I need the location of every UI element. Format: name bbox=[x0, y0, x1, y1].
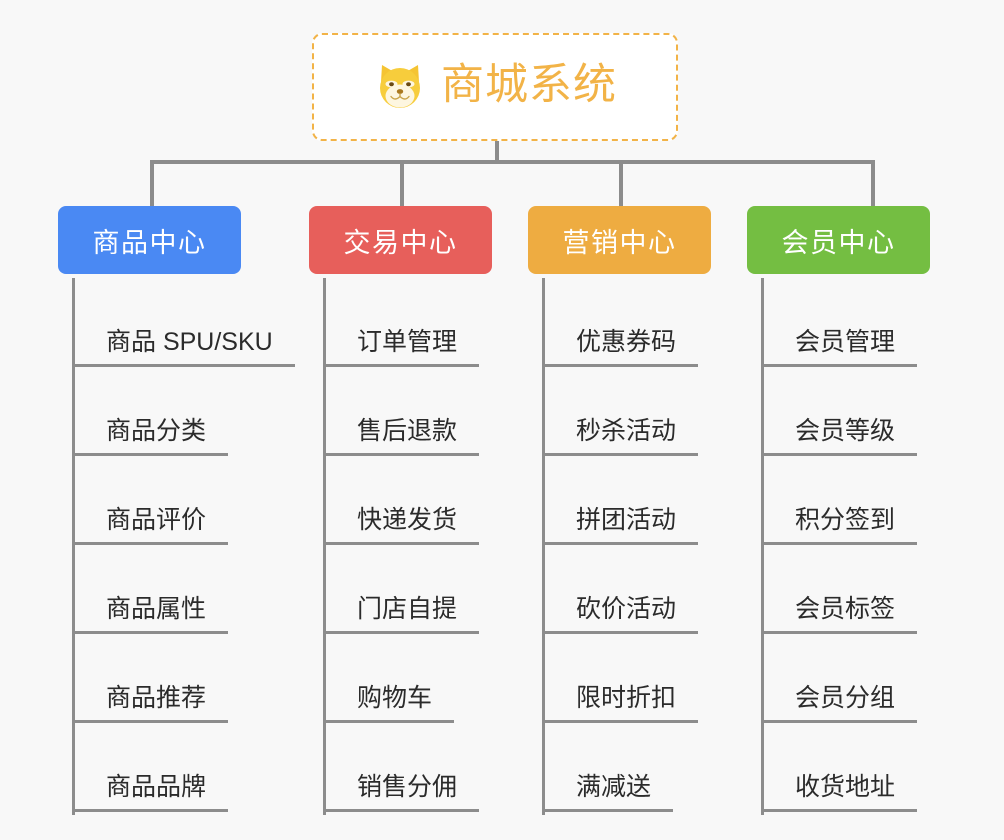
leaf-item[interactable]: 商品 SPU/SKU bbox=[72, 278, 295, 367]
connector-bus-line bbox=[150, 160, 875, 164]
leaf-item-label: 满减送 bbox=[542, 773, 674, 812]
category-header-product[interactable]: 商品中心 bbox=[58, 206, 241, 274]
leaf-item[interactable]: 购物车 bbox=[323, 634, 455, 723]
leaf-item[interactable]: 商品属性 bbox=[72, 545, 229, 634]
leaf-item[interactable]: 商品评价 bbox=[72, 456, 229, 545]
leaf-spine bbox=[72, 278, 75, 815]
leaf-item[interactable]: 拼团活动 bbox=[542, 456, 699, 545]
leaf-item-label: 会员标签 bbox=[761, 595, 918, 634]
category-header-marketing[interactable]: 营销中心 bbox=[528, 206, 711, 274]
category-header-member[interactable]: 会员中心 bbox=[747, 206, 930, 274]
leaf-item-label: 售后退款 bbox=[323, 417, 480, 456]
leaf-item[interactable]: 会员管理 bbox=[761, 278, 918, 367]
connector-drop-2 bbox=[400, 160, 404, 206]
connector-drop-3 bbox=[619, 160, 623, 206]
leaf-item-label: 销售分佣 bbox=[323, 773, 480, 812]
leaf-item-label: 会员管理 bbox=[761, 328, 918, 367]
leaf-spine bbox=[542, 278, 545, 815]
leaf-item-label: 购物车 bbox=[323, 684, 455, 723]
leaf-item[interactable]: 会员分组 bbox=[761, 634, 918, 723]
leaf-item[interactable]: 砍价活动 bbox=[542, 545, 699, 634]
category-header-label: 会员中心 bbox=[781, 227, 896, 258]
leaf-item[interactable]: 商品品牌 bbox=[72, 723, 229, 812]
category-header-trade[interactable]: 交易中心 bbox=[309, 206, 492, 274]
leaf-item[interactable]: 快递发货 bbox=[323, 456, 480, 545]
category-header-label: 交易中心 bbox=[343, 227, 458, 258]
leaf-item-label: 会员等级 bbox=[761, 417, 918, 456]
leaf-item[interactable]: 商品分类 bbox=[72, 367, 229, 456]
root-stem-line bbox=[495, 141, 499, 163]
leaf-item[interactable]: 优惠券码 bbox=[542, 278, 699, 367]
leaf-item[interactable]: 商品推荐 bbox=[72, 634, 229, 723]
leaf-item[interactable]: 满减送 bbox=[542, 723, 674, 812]
leaf-item[interactable]: 会员等级 bbox=[761, 367, 918, 456]
category-header-label: 营销中心 bbox=[562, 227, 677, 258]
leaf-item-label: 积分签到 bbox=[761, 506, 918, 545]
leaf-item-label: 商品属性 bbox=[72, 595, 229, 634]
leaf-item-label: 会员分组 bbox=[761, 684, 918, 723]
leaf-spine bbox=[323, 278, 326, 815]
leaf-item-label: 订单管理 bbox=[323, 328, 480, 367]
leaf-item[interactable]: 门店自提 bbox=[323, 545, 480, 634]
leaf-item[interactable]: 会员标签 bbox=[761, 545, 918, 634]
leaf-item[interactable]: 销售分佣 bbox=[323, 723, 480, 812]
leaf-item-label: 秒杀活动 bbox=[542, 417, 699, 456]
leaf-item-label: 商品分类 bbox=[72, 417, 229, 456]
leaf-spine bbox=[761, 278, 764, 815]
connector-drop-1 bbox=[150, 160, 154, 206]
root-title: 商城系统 bbox=[441, 60, 617, 109]
leaf-item[interactable]: 秒杀活动 bbox=[542, 367, 699, 456]
leaf-item-label: 拼团活动 bbox=[542, 506, 699, 545]
leaf-item-label: 限时折扣 bbox=[542, 684, 699, 723]
leaf-item[interactable]: 售后退款 bbox=[323, 367, 480, 456]
shiba-dog-face-icon bbox=[373, 60, 427, 114]
leaf-item[interactable]: 积分签到 bbox=[761, 456, 918, 545]
leaf-item-label: 门店自提 bbox=[323, 595, 480, 634]
leaf-item-label: 快递发货 bbox=[323, 506, 480, 545]
leaf-item[interactable]: 订单管理 bbox=[323, 278, 480, 367]
leaf-item-label: 商品推荐 bbox=[72, 684, 229, 723]
leaf-item-label: 优惠券码 bbox=[542, 328, 699, 367]
leaf-item[interactable]: 收货地址 bbox=[761, 723, 918, 812]
root-node[interactable]: 商城系统 bbox=[312, 33, 678, 141]
category-header-label: 商品中心 bbox=[92, 227, 207, 258]
leaf-item-label: 收货地址 bbox=[761, 773, 918, 812]
leaf-item-label: 商品评价 bbox=[72, 506, 229, 545]
leaf-item-label: 砍价活动 bbox=[542, 595, 699, 634]
leaf-item-label: 商品品牌 bbox=[72, 773, 229, 812]
connector-drop-4 bbox=[871, 160, 875, 206]
leaf-item[interactable]: 限时折扣 bbox=[542, 634, 699, 723]
leaf-item-label: 商品 SPU/SKU bbox=[72, 328, 295, 367]
